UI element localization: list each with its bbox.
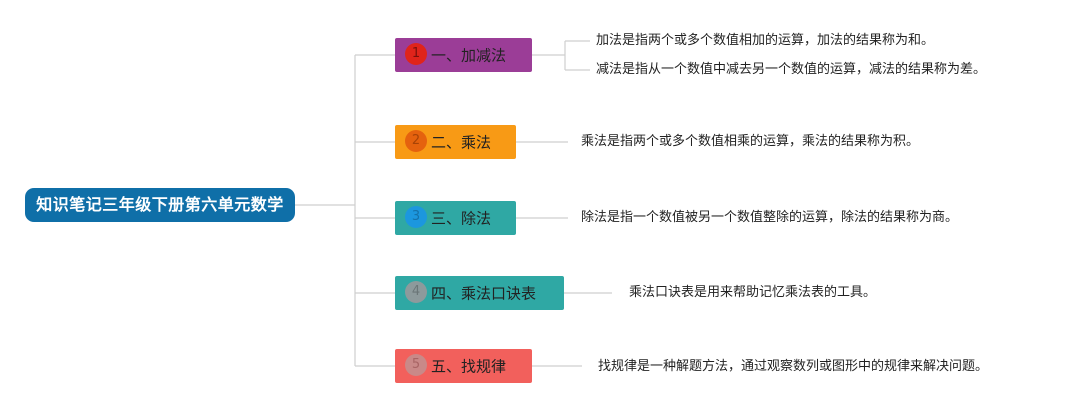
number-5-icon: 5 bbox=[405, 354, 427, 376]
branch-topic-2-label: 二、乘法 bbox=[431, 133, 492, 152]
number-3-icon: 3 bbox=[405, 206, 427, 228]
branch-1-detail-2: 减法是指从一个数值中减去另一个数值的运算，减法的结果称为差。 bbox=[596, 62, 987, 77]
branch-topic-4-label: 四、乘法口诀表 bbox=[431, 284, 537, 303]
branch-topic-3-label: 三、除法 bbox=[431, 209, 492, 228]
root-topic-label: 知识笔记三年级下册第六单元数学 bbox=[36, 195, 284, 214]
number-4-icon: 4 bbox=[405, 281, 427, 303]
branch-4-detail-1: 乘法口诀表是用来帮助记忆乘法表的工具。 bbox=[629, 285, 877, 300]
branch-topic-1-label: 一、加减法 bbox=[431, 46, 507, 65]
branch-2-detail-1: 乘法是指两个或多个数值相乘的运算，乘法的结果称为积。 bbox=[581, 134, 920, 149]
branch-3-detail-1: 除法是指一个数值被另一个数值整除的运算，除法的结果称为商。 bbox=[581, 210, 959, 225]
branch-1-detail-1: 加法是指两个或多个数值相加的运算，加法的结果称为和。 bbox=[596, 33, 935, 48]
root-topic[interactable]: 知识笔记三年级下册第六单元数学 bbox=[25, 188, 295, 222]
number-2-icon: 2 bbox=[405, 130, 427, 152]
branch-5-detail-1: 找规律是一种解题方法，通过观察数列或图形中的规律来解决问题。 bbox=[598, 359, 989, 374]
branch-topic-5-label: 五、找规律 bbox=[431, 357, 507, 376]
number-1-icon: 1 bbox=[405, 43, 427, 65]
